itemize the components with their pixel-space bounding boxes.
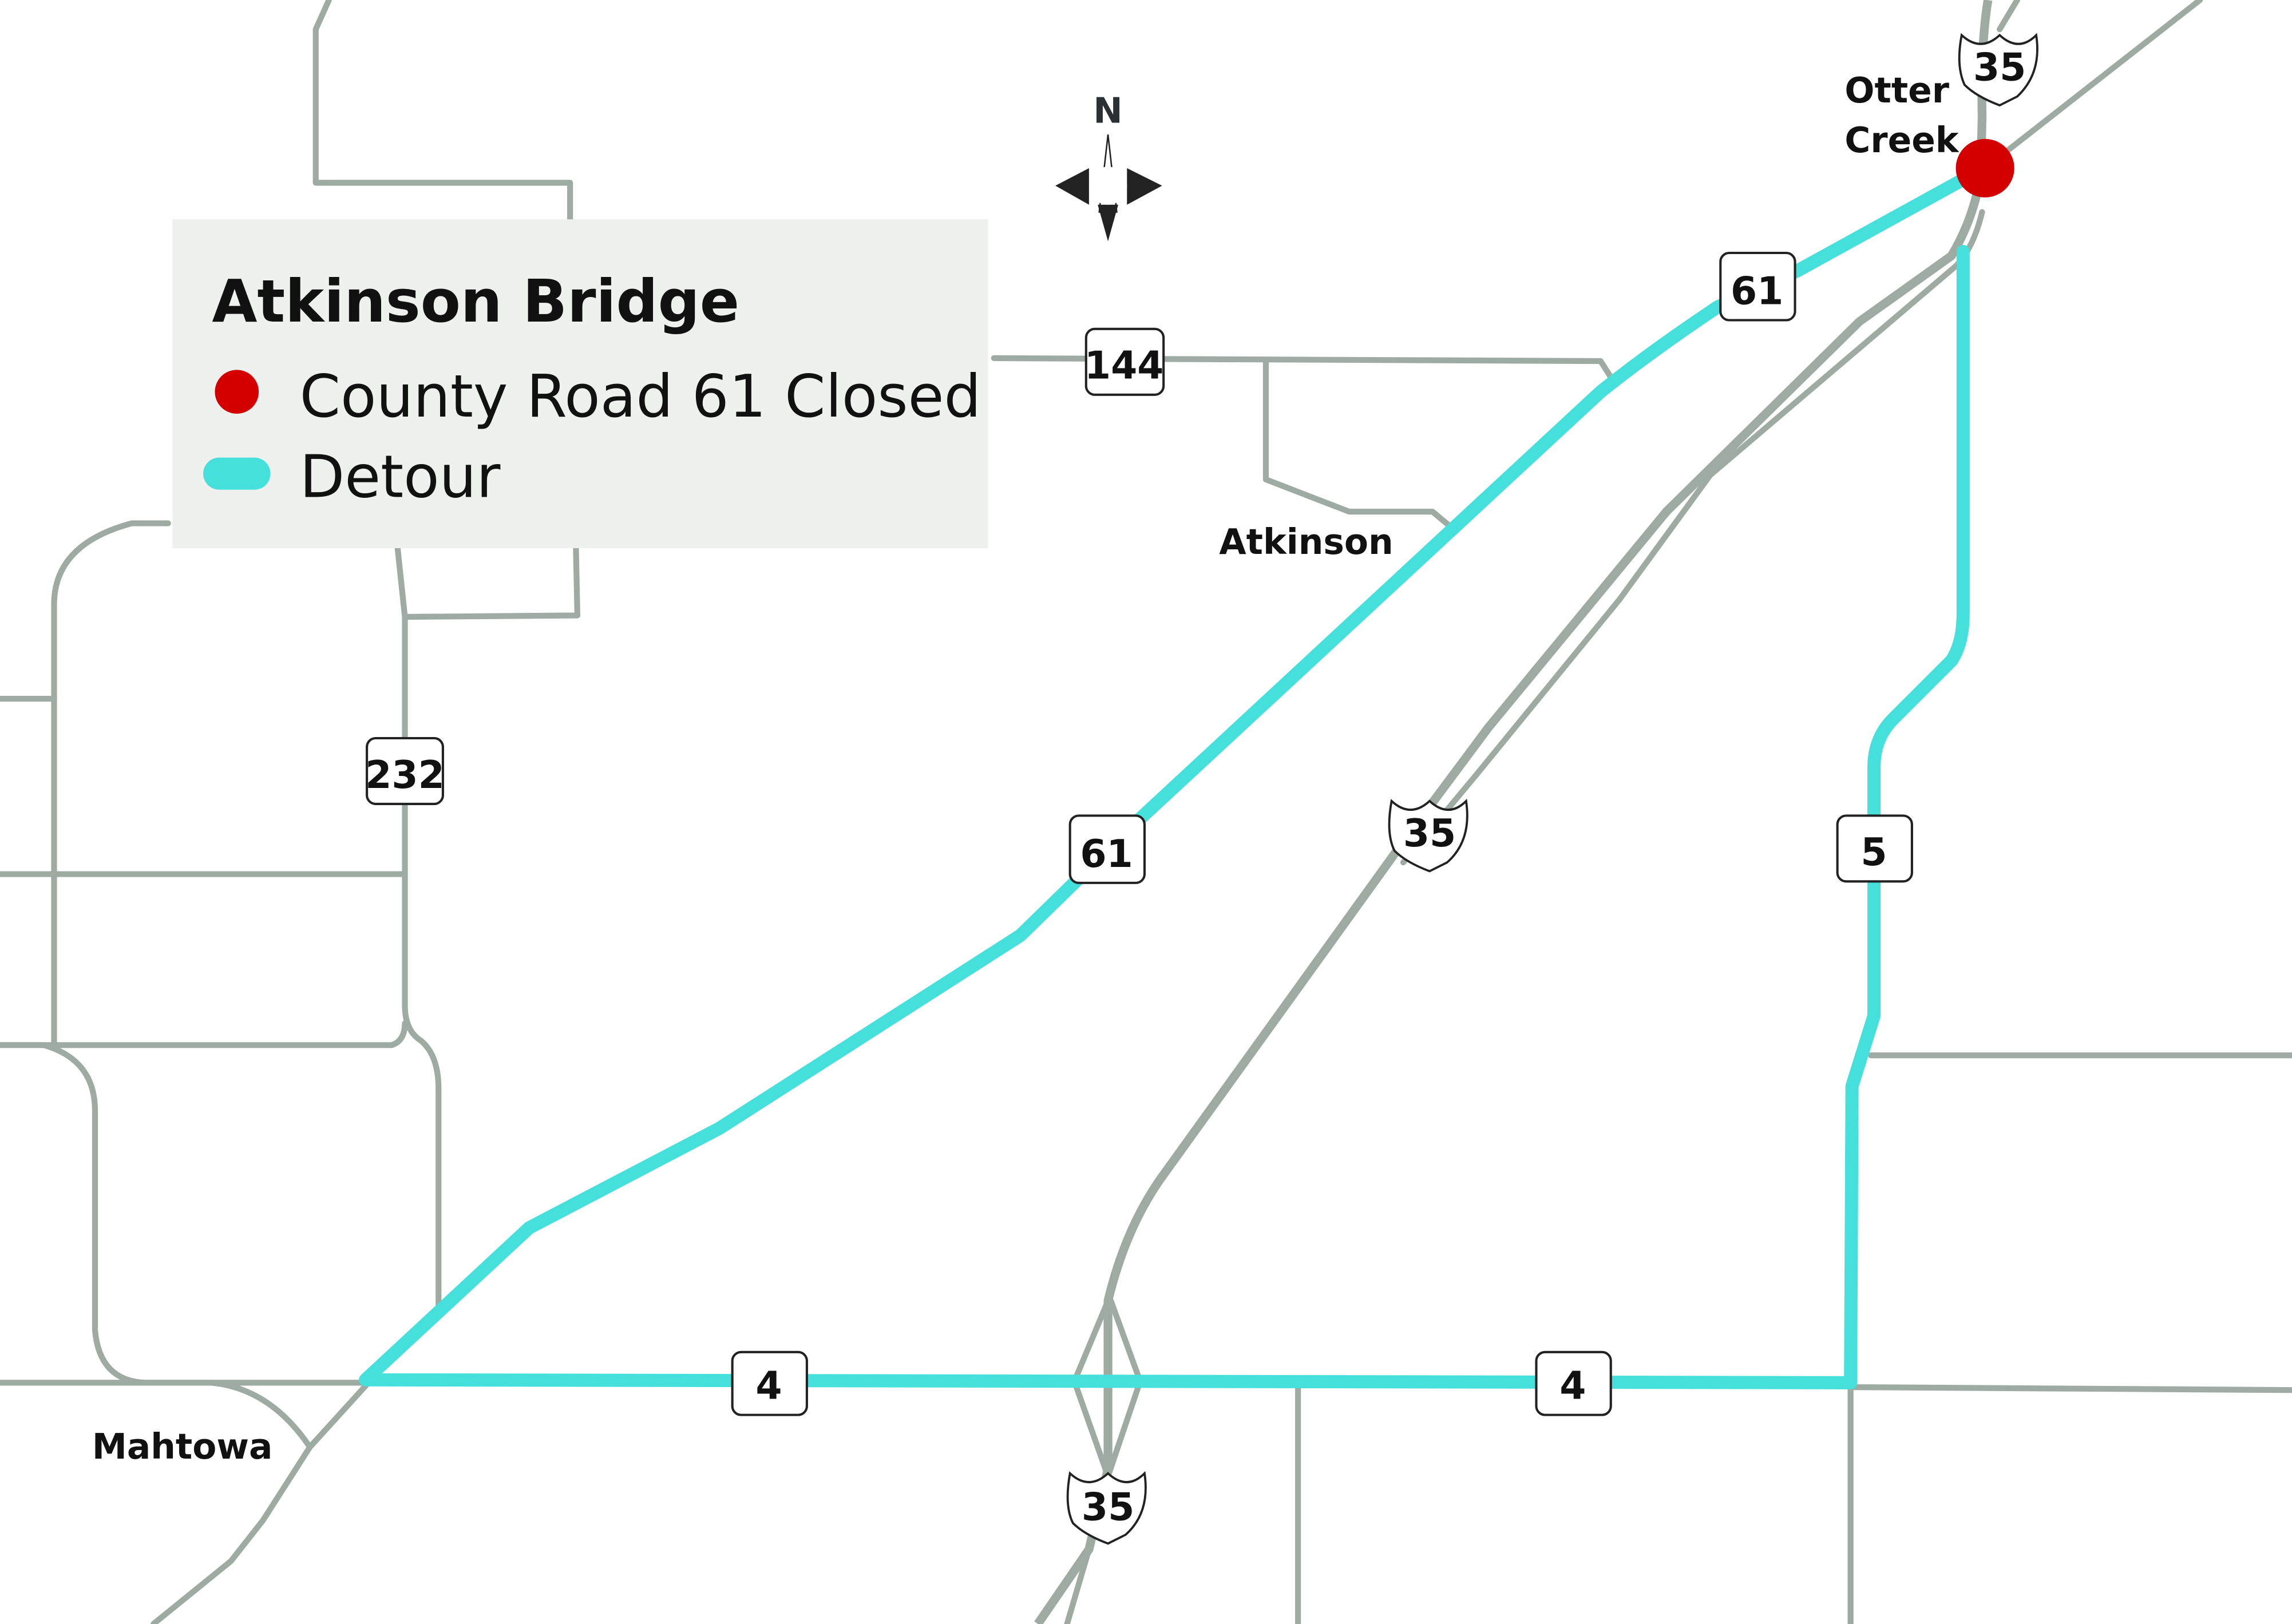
interstate-35-shield: 35 [1066,1471,1147,1545]
svg-text:61: 61 [1731,268,1783,313]
legend-detour-label: Detour [300,443,501,512]
svg-text:35: 35 [1082,1485,1134,1530]
legend: Atkinson Bridge County Road 61 Closed De… [172,219,988,548]
svg-text:5: 5 [1860,830,1887,874]
route-5-shield: 5 [1836,814,1913,883]
legend-title: Atkinson Bridge [212,268,739,336]
place-atkinson: Atkinson [1219,522,1393,563]
road-closed-marker [1955,138,2014,197]
place-otter-creek-line2: Creek [1844,120,1959,161]
svg-text:4: 4 [1559,1364,1586,1408]
route-61-shield: 61 [1719,251,1796,322]
route-61-shield: 61 [1068,814,1146,884]
svg-text:61: 61 [1080,831,1133,876]
detour-route [359,169,1977,1389]
route-144-shield: 144 [1084,327,1165,396]
compass-south-arrow-icon [1098,204,1118,241]
route-4-shield: 4 [1535,1350,1612,1416]
route-4-shield: 4 [731,1350,808,1416]
interstate-35-shield: 35 [1388,798,1468,873]
svg-text:35: 35 [1403,811,1456,855]
svg-text:4: 4 [755,1364,782,1408]
svg-text:232: 232 [365,752,445,797]
interstate-35-shield: 35 [1958,33,2038,107]
place-otter-creek: Otter [1844,70,1949,111]
legend-closed-label: County Road 61 Closed [300,363,981,431]
compass-east-arrow-icon [1127,168,1162,205]
place-mahtowa: Mahtowa [92,1427,272,1467]
compass-rose: N [1055,91,1162,241]
svg-text:35: 35 [1973,45,2026,90]
svg-text:144: 144 [1084,343,1164,388]
closed-dot-icon [215,370,259,414]
route-232-shield: 232 [365,736,445,805]
compass-west-arrow-icon [1055,168,1089,205]
compass-north-label: N [1093,91,1122,132]
